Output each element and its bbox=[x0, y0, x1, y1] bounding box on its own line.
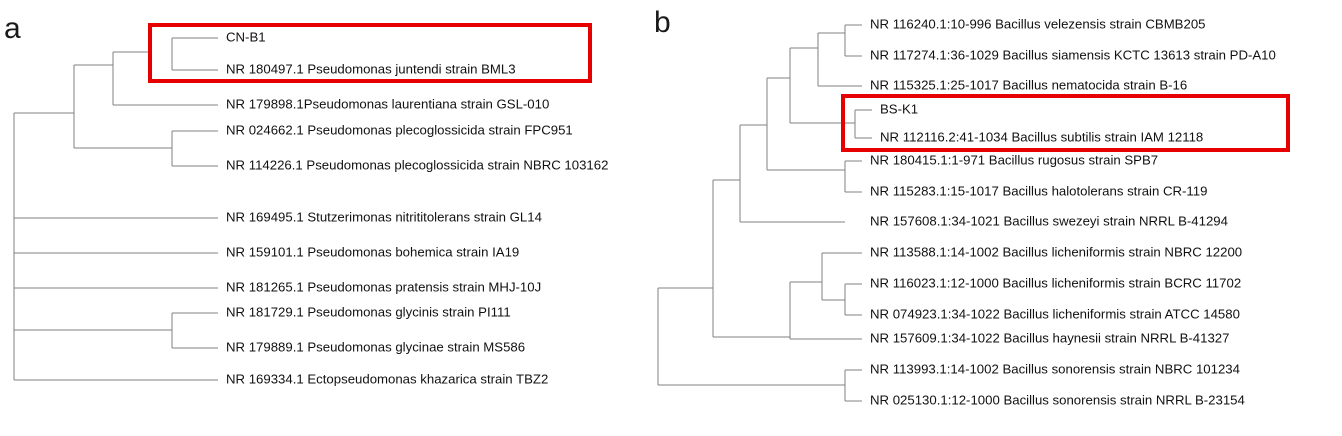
leaf-label: NR 180497.1 Pseudomonas juntendi strain … bbox=[226, 61, 516, 76]
leaf-label: NR 180415.1:1-971 Bacillus rugosus strai… bbox=[870, 152, 1158, 167]
leaf-label: NR 159101.1 Pseudomonas bohemica strain … bbox=[226, 244, 519, 259]
leaf-label: NR 114226.1 Pseudomonas plecoglossicida … bbox=[226, 157, 608, 172]
leaf-label: NR 112116.2:41-1034 Bacillus subtilis st… bbox=[880, 129, 1203, 144]
leaf-label: NR 179889.1 Pseudomonas glycinae strain … bbox=[226, 339, 525, 354]
leaf-label: NR 025130.1:12-1000 Bacillus sonorensis … bbox=[870, 392, 1245, 407]
panel-a-leaf-labels: CN-B1 NR 180497.1 Pseudomonas juntendi s… bbox=[226, 29, 608, 386]
panel-b-letter: b bbox=[654, 6, 671, 39]
panel-a-letter: a bbox=[4, 12, 21, 45]
leaf-label: NR 157609.1:34-1022 Bacillus haynesii st… bbox=[870, 330, 1229, 345]
leaf-label: NR 181729.1 Pseudomonas glycinis strain … bbox=[226, 304, 511, 319]
leaf-label: NR 074923.1:34-1022 Bacillus licheniform… bbox=[870, 306, 1240, 321]
panel-b-tree: NR 116240.1:10-996 Bacillus velezensis s… bbox=[657, 16, 1290, 407]
leaf-label: NR 113588.1:14-1002 Bacillus licheniform… bbox=[870, 244, 1242, 259]
panel-a-branches bbox=[13, 37, 218, 381]
leaf-label: NR 117274.1:36-1029 Bacillus siamensis K… bbox=[870, 47, 1276, 62]
panel-b-leaf-labels: NR 116240.1:10-996 Bacillus velezensis s… bbox=[870, 16, 1276, 407]
panel-a-tree: CN-B1 NR 180497.1 Pseudomonas juntendi s… bbox=[13, 23, 608, 386]
leaf-label: BS-K1 bbox=[880, 101, 918, 116]
leaf-label: NR 169495.1 Stutzerimonas nitrititoleran… bbox=[226, 209, 542, 224]
leaf-label: NR 113993.1:14-1002 Bacillus sonorensis … bbox=[870, 361, 1240, 376]
leaf-label: NR 115283.1:15-1017 Bacillus halotoleran… bbox=[870, 183, 1207, 198]
leaf-label: NR 116240.1:10-996 Bacillus velezensis s… bbox=[870, 16, 1205, 31]
panel-b-highlight-box bbox=[841, 94, 1290, 152]
leaf-label: NR 181265.1 Pseudomonas pratensis strain… bbox=[226, 279, 541, 294]
leaf-label: CN-B1 bbox=[226, 29, 266, 44]
leaf-label: NR 115325.1:25-1017 Bacillus nematocida … bbox=[870, 77, 1187, 92]
leaf-label: NR 157608.1:34-1021 Bacillus swezeyi str… bbox=[870, 213, 1228, 228]
leaf-label: NR 169334.1 Ectopseudomonas khazarica st… bbox=[226, 371, 548, 386]
leaf-label: NR 024662.1 Pseudomonas plecoglossicida … bbox=[226, 122, 573, 137]
leaf-label: NR 179898.1Pseudomonas laurentiana strai… bbox=[226, 96, 549, 111]
panel-a-highlight-box bbox=[148, 23, 592, 83]
leaf-label: NR 116023.1:12-1000 Bacillus licheniform… bbox=[870, 275, 1241, 290]
panel-b-branches bbox=[657, 24, 872, 402]
